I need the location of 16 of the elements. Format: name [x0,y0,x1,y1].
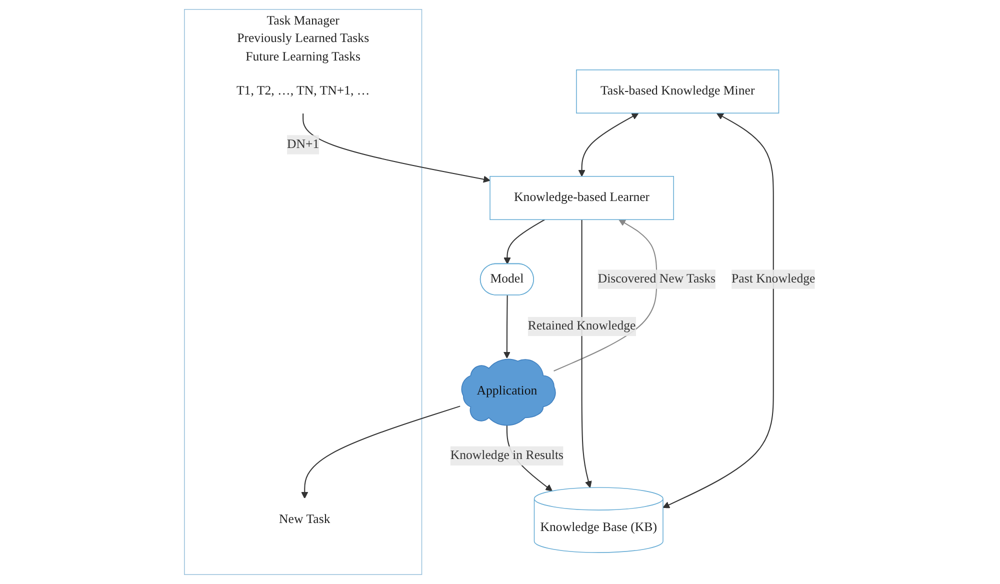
node-box: Knowledge-based Learner [490,176,674,220]
edge-label: Retained Knowledge [528,319,636,333]
edge-label: Past Knowledge [732,272,816,286]
edge-label: Discovered New Tasks [598,272,716,286]
arrow [662,112,774,508]
node-text: T1, T2, …, TN, TN+1, … [236,84,370,98]
node-box: Task-based Knowledge Miner [576,69,780,114]
arrow [578,112,639,177]
arrow [581,220,592,488]
edge-label: DN+1 [287,138,320,152]
arrow [302,113,491,183]
node-text: New Task [279,512,330,526]
arrow [301,406,460,499]
arrow [504,219,546,264]
edge-label: Knowledge in Results [450,448,564,462]
arrow [504,295,511,358]
